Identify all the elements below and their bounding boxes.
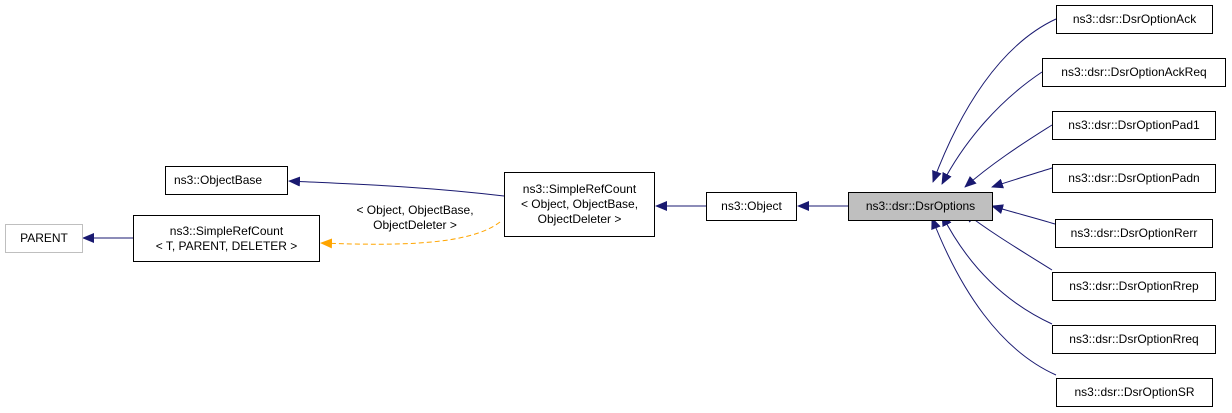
node-simple-ref-count-generic-line1: ns3::SimpleRefCount xyxy=(169,223,284,238)
template-edge-label-line1: < Object, ObjectBase, xyxy=(356,203,474,217)
edge-ackreq-to-dsroptions xyxy=(941,71,1043,185)
node-dsr-options[interactable]: ns3::dsr::DsrOptions xyxy=(848,192,993,221)
node-dsr-option-ack-label: ns3::dsr::DsrOptionAck xyxy=(1072,12,1197,26)
edge-sr-to-dsroptions xyxy=(931,217,1057,376)
node-dsr-option-rrep-label: ns3::dsr::DsrOptionRrep xyxy=(1069,279,1199,293)
edge-padn-to-dsroptions xyxy=(991,167,1053,189)
edge-ack-to-dsroptions xyxy=(932,18,1057,183)
node-dsr-option-padn-label: ns3::dsr::DsrOptionPadn xyxy=(1068,171,1200,185)
template-edge-label: < Object, ObjectBase, ObjectDeleter > xyxy=(340,203,490,233)
template-edge-label-line2: ObjectDeleter > xyxy=(373,218,457,232)
edge-pad1-to-dsroptions xyxy=(964,124,1053,188)
node-object-base-label: ns3::ObjectBase xyxy=(174,173,263,187)
node-dsr-option-sr[interactable]: ns3::dsr::DsrOptionSR xyxy=(1056,378,1213,407)
node-dsr-option-ack-req[interactable]: ns3::dsr::DsrOptionAckReq xyxy=(1042,58,1226,87)
node-dsr-option-rreq-label: ns3::dsr::DsrOptionRreq xyxy=(1069,332,1199,346)
edge-rerr-to-dsroptions xyxy=(991,204,1056,225)
node-dsr-option-pad1[interactable]: ns3::dsr::DsrOptionPad1 xyxy=(1052,111,1216,140)
node-dsr-option-ack[interactable]: ns3::dsr::DsrOptionAck xyxy=(1056,5,1213,34)
node-dsr-option-rerr-label: ns3::dsr::DsrOptionRerr xyxy=(1070,226,1198,240)
edge-rreq-to-dsroptions xyxy=(941,214,1053,325)
edge-template-instantiation xyxy=(320,221,501,249)
edge-simplerefcount-object-to-objectbase xyxy=(288,176,505,197)
node-dsr-options-label: ns3::dsr::DsrOptions xyxy=(865,199,976,213)
node-object-label: ns3::Object xyxy=(721,199,782,213)
node-simple-ref-count-object-line3: ObjectDeleter > xyxy=(537,212,622,226)
node-parent-label: PARENT xyxy=(20,231,68,245)
node-parent[interactable]: PARENT xyxy=(5,224,83,253)
node-dsr-option-pad1-label: ns3::dsr::DsrOptionPad1 xyxy=(1068,118,1200,132)
node-dsr-option-rerr[interactable]: ns3::dsr::DsrOptionRerr xyxy=(1055,219,1213,248)
node-dsr-option-rreq[interactable]: ns3::dsr::DsrOptionRreq xyxy=(1052,325,1216,354)
node-dsr-option-rrep[interactable]: ns3::dsr::DsrOptionRrep xyxy=(1052,272,1216,301)
node-simple-ref-count-generic[interactable]: ns3::SimpleRefCount < T, PARENT, DELETER… xyxy=(133,215,320,262)
node-simple-ref-count-object-line1: ns3::SimpleRefCount xyxy=(522,182,637,196)
node-simple-ref-count-generic-line2: < T, PARENT, DELETER > xyxy=(155,238,298,253)
node-dsr-option-padn[interactable]: ns3::dsr::DsrOptionPadn xyxy=(1052,164,1216,193)
node-object[interactable]: ns3::Object xyxy=(706,192,797,221)
node-object-base[interactable]: ns3::ObjectBase xyxy=(165,166,288,195)
node-dsr-option-ack-req-label: ns3::dsr::DsrOptionAckReq xyxy=(1061,65,1207,79)
node-dsr-option-sr-label: ns3::dsr::DsrOptionSR xyxy=(1074,385,1195,399)
node-simple-ref-count-object-line2: < Object, ObjectBase, xyxy=(520,197,639,211)
node-simple-ref-count-object[interactable]: ns3::SimpleRefCount < Object, ObjectBase… xyxy=(504,172,655,237)
